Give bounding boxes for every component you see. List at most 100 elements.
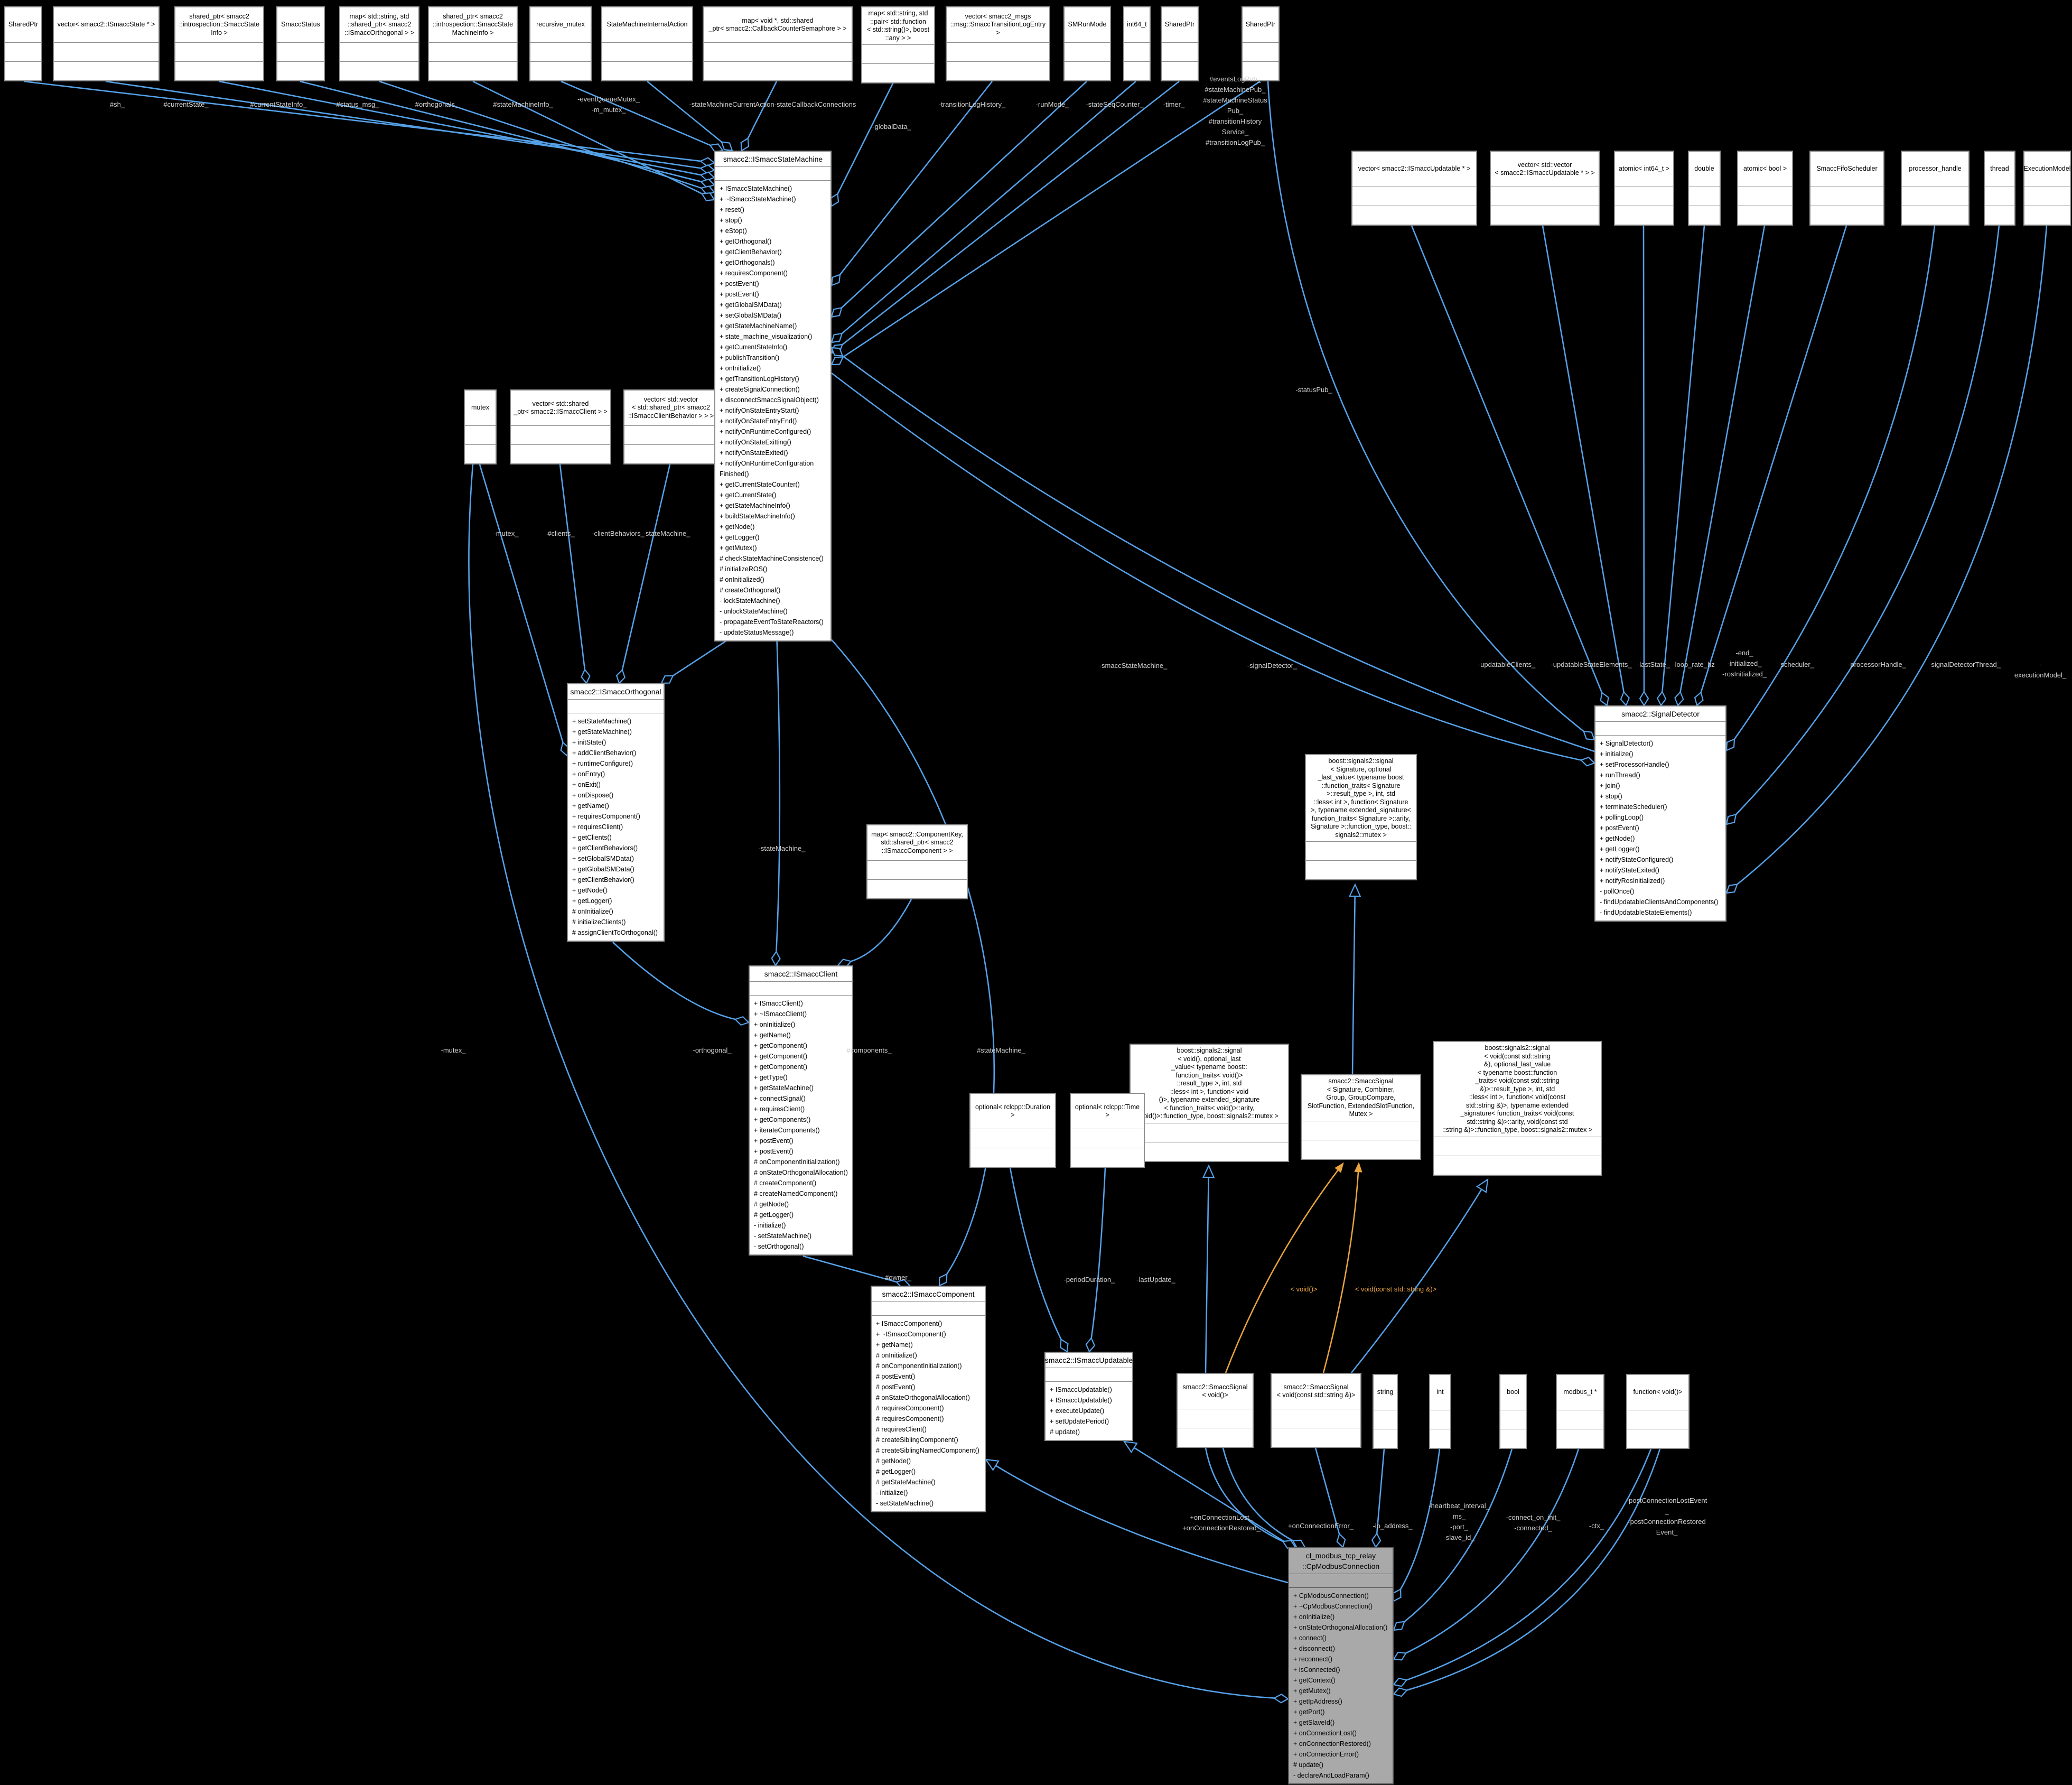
operations-compartment [1178,1428,1253,1447]
class-ismaccupdatable[interactable]: smacc2::ISmaccUpdatable+ ISmaccUpdatable… [1044,1352,1133,1441]
aggregation-diamond-icon [1393,1677,1408,1687]
aggregation-edge [776,631,781,952]
class-map-orthogonals[interactable]: map< std::string, std ::shared_ptr< smac… [339,6,419,81]
class-string[interactable]: string [1373,1374,1398,1449]
class-boost-signal-string[interactable]: boost::signals2::signal < void(const std… [1433,1041,1602,1176]
class-smaccstatus[interactable]: SmaccStatus [276,6,325,81]
edge-label: -orthogonal_ [693,1046,732,1054]
class-statemachineinternalaction[interactable]: StateMachineInternalAction [601,6,693,81]
method-row: # getLogger() [754,1211,794,1219]
class-ismaccorthogonal[interactable]: smacc2::ISmaccOrthogonal+ setStateMachin… [567,683,665,942]
inheritance-triangle-icon [984,1458,1000,1472]
class-sharedptr-3[interactable]: SharedPtr [1242,6,1280,81]
class-optional-duration[interactable]: optional< rclcpp::Duration > [969,1093,1056,1168]
aggregation-edge [1314,1447,1340,1535]
class-recursive-mutex[interactable]: recursive_mutex [529,6,592,81]
class-sharedptr-1[interactable]: SharedPtr [4,6,42,81]
class-sharedptr-2[interactable]: SharedPtr [1161,6,1199,81]
method-row: - lockStateMachine() [720,597,780,605]
class-ismaccstatemachine[interactable]: smacc2::ISmaccStateMachine+ ISmaccStateM… [714,151,832,642]
class-bool[interactable]: bool [1499,1374,1527,1449]
edge-label: #status_msg_ [336,100,379,108]
class-map-callbackcountersemaphore[interactable]: map< void *, std::shared _ptr< smacc2::C… [703,6,853,81]
operations-compartment [602,61,692,80]
class-sharedptr-smaccstatemachineinfo[interactable]: shared_ptr< smacc2 ::introspection::Smac… [428,6,518,81]
class-processor-handle[interactable]: processor_handle [1901,151,1970,226]
class-vector-updatable[interactable]: vector< smacc2::ISmaccUpdatable * > [1351,151,1477,226]
method-row: - findUpdatableStateElements() [1600,909,1692,916]
class-vector-ismaccclient[interactable]: vector< std::shared _ptr< smacc2::ISmacc… [510,389,611,464]
edge-label: -statusPub_ [1295,386,1332,394]
aggregation-edge [612,942,735,1020]
operations-compartment [1306,860,1416,879]
class-modbus-t[interactable]: modbus_t * [1556,1374,1604,1449]
method-row: # postEvent() [876,1383,916,1391]
edge-label: -end_ -initialized_ -rosInitialized_ [1722,649,1767,678]
class-boost-signal-void[interactable]: boost::signals2::signal < void(), option… [1130,1044,1289,1162]
operations-compartment [1131,1141,1288,1161]
class-optional-time[interactable]: optional< rclcpp::Time > [1070,1093,1145,1168]
method-row: + ISmaccUpdatable() [1050,1397,1112,1404]
method-row: + ~ISmaccComponent() [876,1331,946,1338]
class-smrunmode[interactable]: SMRunMode [1063,6,1111,81]
class-vector-ismaccstate[interactable]: vector< smacc2::ISmaccState * > [53,6,160,81]
edge-label: -timer_ [1163,100,1185,108]
aggregation-edge [1679,225,1766,692]
operations-compartment [1430,1429,1450,1448]
edge-label: -heartbeat_interval_ ms_ -port_ -slave_i… [1429,1502,1490,1541]
class-atomic-bool[interactable]: atomic< bool > [1737,151,1793,226]
method-row: + onEntry() [572,770,605,778]
aggregation-edge [1406,1448,1652,1681]
class-vector-vector-updatable[interactable]: vector< std::vector < smacc2::ISmaccUpda… [1490,151,1600,226]
class-map-globaldata[interactable]: map< std::string, std ::pair< std::funct… [861,6,935,83]
aggregation-edge [561,80,711,146]
class-smaccfifoscheduler[interactable]: SmaccFifoScheduler [1809,151,1884,226]
aggregation-edge [647,80,722,143]
class-thread[interactable]: thread [1984,151,2015,226]
class-executionmodel[interactable]: ExecutionModel [2023,151,2071,226]
edge-label: -stateMachine_ [643,529,690,537]
method-row: + setStateMachine() [572,718,632,725]
class-boost-signal-signature[interactable]: boost::signals2::signal < Signature, opt… [1305,754,1417,880]
operations-compartment [1500,1429,1526,1448]
class-map-componentkey[interactable]: map< smacc2::ComponentKey, std::shared_p… [866,824,968,899]
class-title: boost::signals2::signal < Signature, opt… [1310,757,1412,839]
class-double[interactable]: double [1688,151,1721,226]
edge-label: -mutex_ [441,1046,466,1054]
method-row: + ~CpModbusConnection() [1293,1603,1373,1610]
method-row: + onInitialize() [754,1021,796,1028]
method-row: - pollOnce() [1600,888,1635,895]
class-smaccsignal-template[interactable]: smacc2::SmaccSignal < Signature, Combine… [1301,1074,1421,1160]
class-sharedptr-smaccstateinfo[interactable]: shared_ptr< smacc2 ::introspection::Smac… [174,6,264,81]
method-row: + getType() [754,1074,788,1081]
method-row: + onInitialize() [1293,1613,1335,1621]
attributes-compartment [1272,1409,1360,1428]
operations-compartment [429,61,517,80]
class-vector-ismaccclientbehavior[interactable]: vector< std::vector < std::shared_ptr< s… [623,389,718,464]
class-int[interactable]: int [1429,1374,1451,1449]
class-function-void[interactable]: function< void()> [1626,1374,1690,1449]
class-cpmodbusconnection[interactable]: cl_modbus_tcp_relay ::CpModbusConnection… [1288,1547,1394,1784]
class-atomic-int64[interactable]: atomic< int64_t > [1614,151,1674,226]
method-row: + requiresClient() [754,1105,805,1113]
class-title: modbus_t * [1563,1388,1597,1396]
class-ismaccclient[interactable]: smacc2::ISmaccClient+ ISmaccClient()+ ~I… [749,965,853,1256]
aggregation-edge [841,81,1136,334]
aggregation-edge [379,80,702,189]
class-smaccsignal-void[interactable]: smacc2::SmaccSignal < void()> [1177,1373,1254,1448]
method-row: + getCurrentStateCounter() [720,481,800,488]
class-title: smacc2::ISmaccOrthogonal [570,687,661,696]
class-mutex[interactable]: mutex [464,389,497,464]
method-row: + publishTransition() [720,354,780,361]
class-ismacccomponent[interactable]: smacc2::ISmaccComponent+ ISmaccComponent… [871,1286,986,1512]
class-smaccsignal-string[interactable]: smacc2::SmaccSignal < void(const std::st… [1271,1373,1361,1448]
attributes-compartment [1124,42,1150,61]
class-title: mutex [471,404,490,412]
class-vector-transitionlogentry[interactable]: vector< smacc2_msgs ::msg::SmaccTransiti… [946,6,1050,81]
class-title: optional< rclcpp::Time > [1075,1103,1140,1119]
class-signaldetector[interactable]: smacc2::SignalDetector+ SignalDetector()… [1594,705,1726,922]
aggregation-diamond-icon [830,306,843,318]
class-int64-t[interactable]: int64_t [1123,6,1151,81]
method-row: # createSiblingNamedComponent() [876,1447,979,1454]
